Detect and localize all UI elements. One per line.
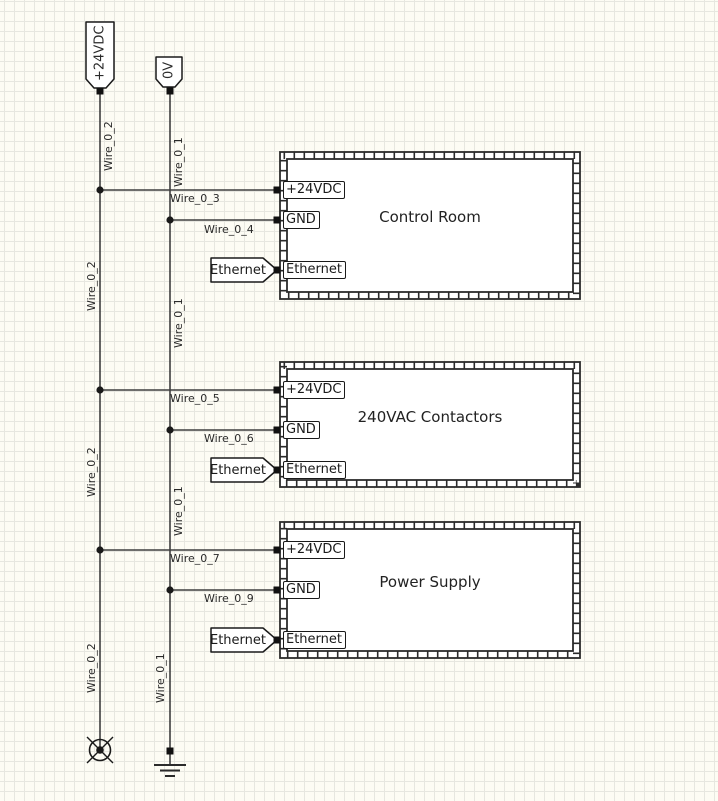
junction-dot[interactable] <box>166 216 174 224</box>
ethernet-tag-contactors[interactable] <box>210 457 278 483</box>
wire-label-wire-0-1-mid2: Wire_0_1 <box>172 486 185 536</box>
wire-label-wire-0-4: Wire_0_4 <box>204 223 254 236</box>
supply-tag-0v[interactable] <box>155 56 183 88</box>
terminal-label-b1-ethernet[interactable]: Ethernet <box>283 261 346 279</box>
terminal-b3-24vdc[interactable] <box>273 546 281 554</box>
wire-label-wire-0-2-mid2: Wire_0_2 <box>85 447 98 497</box>
wire-label-wire-0-5: Wire_0_5 <box>170 392 220 405</box>
block-title-contactors: 240VAC Contactors <box>357 408 503 426</box>
terminal-b3-gnd[interactable] <box>273 586 281 594</box>
supply-tag-24vdc[interactable] <box>85 21 115 89</box>
ethernet-tag-label-power-supply: Ethernet <box>210 632 266 648</box>
terminal-b3-ethernet[interactable] <box>273 636 281 644</box>
ethernet-tag-power-supply[interactable] <box>210 627 278 653</box>
terminal-b2-24vdc[interactable] <box>273 386 281 394</box>
block-title-power-supply: Power Supply <box>379 573 481 591</box>
wire-label-wire-0-9: Wire_0_9 <box>204 592 254 605</box>
junction-dot[interactable] <box>96 386 104 394</box>
ground-symbol[interactable] <box>154 764 186 777</box>
wire-label-wire-0-2-top: Wire_0_2 <box>102 121 115 171</box>
terminal-label-b2-ethernet[interactable]: Ethernet <box>283 461 346 479</box>
ethernet-tag-label-control-room: Ethernet <box>210 262 266 278</box>
terminal-label-b1-24vdc[interactable]: +24VDC <box>283 181 346 199</box>
wire-label-wire-0-7: Wire_0_7 <box>170 552 220 565</box>
terminal-b1-24vdc[interactable] <box>273 186 281 194</box>
terminal-24vdc-supply[interactable] <box>96 87 104 95</box>
wire-label-wire-0-1-top: Wire_0_1 <box>172 137 185 187</box>
terminal-0v-supply[interactable] <box>166 87 174 95</box>
junction-dot[interactable] <box>96 546 104 554</box>
supply-tag-0v-label: 0V <box>161 61 177 80</box>
wire-label-wire-0-3: Wire_0_3 <box>170 192 220 205</box>
wire-label-wire-0-1-bottom: Wire_0_1 <box>154 653 167 703</box>
terminal-b1-gnd[interactable] <box>273 216 281 224</box>
ethernet-tag-control-room[interactable] <box>210 257 278 283</box>
terminal-b1-ethernet[interactable] <box>273 266 281 274</box>
ethernet-tag-label-contactors: Ethernet <box>210 462 266 478</box>
wire-label-wire-0-1-mid1: Wire_0_1 <box>172 298 185 348</box>
wire-label-wire-0-2-bottom: Wire_0_2 <box>85 643 98 693</box>
terminal-label-b2-gnd[interactable]: GND <box>283 421 320 439</box>
block-title-control-room: Control Room <box>379 208 481 226</box>
wire-label-wire-0-2-mid1: Wire_0_2 <box>85 261 98 311</box>
terminal-label-b3-gnd[interactable]: GND <box>283 581 320 599</box>
terminal-label-b1-gnd[interactable]: GND <box>283 211 320 229</box>
junction-dot[interactable] <box>166 586 174 594</box>
terminal-label-b3-24vdc[interactable]: +24VDC <box>283 541 346 559</box>
supply-tag-24vdc-label: +24VDC <box>92 25 108 81</box>
terminal-squares[interactable] <box>96 87 281 755</box>
terminal-b2-ethernet[interactable] <box>273 466 281 474</box>
junction-dot[interactable] <box>166 426 174 434</box>
junction-dot[interactable] <box>96 186 104 194</box>
terminal-label-b2-24vdc[interactable]: +24VDC <box>283 381 346 399</box>
terminal-ground-node[interactable] <box>166 747 174 755</box>
terminal-b2-gnd[interactable] <box>273 426 281 434</box>
wire-label-wire-0-6: Wire_0_6 <box>204 432 254 445</box>
circle-x-node[interactable] <box>86 736 114 764</box>
terminal-label-b3-ethernet[interactable]: Ethernet <box>283 631 346 649</box>
